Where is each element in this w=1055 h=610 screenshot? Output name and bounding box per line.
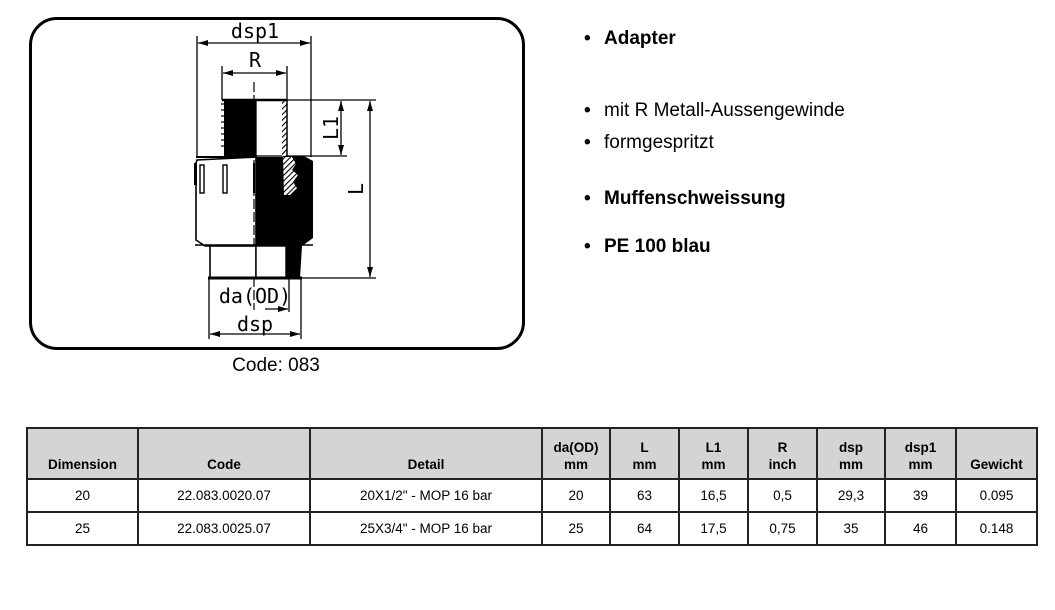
cell-dsp: 29,3 <box>816 478 886 513</box>
technical-drawing-frame <box>29 17 525 350</box>
feature-item: PE 100 blau <box>584 236 845 258</box>
table-row: 25 22.083.0025.07 25X3/4" - MOP 16 bar 2… <box>26 511 1038 546</box>
cell-dimension: 25 <box>26 511 139 546</box>
dsp-label: dsp <box>237 312 273 336</box>
cell-da-od: 25 <box>541 511 611 546</box>
feature-list: Adapter mit R Metall-Aussengewinde formg… <box>584 28 845 258</box>
feature-item: Muffenschweissung <box>584 188 845 210</box>
cell-code: 22.083.0025.07 <box>137 511 311 546</box>
r-label: R <box>249 48 262 72</box>
cell-dsp1: 46 <box>884 511 957 546</box>
column-header-code: Code <box>137 427 311 480</box>
cell-l: 64 <box>609 511 680 546</box>
adapter-technical-drawing: dsp1 R da(OD) dsp L1 L <box>194 19 376 339</box>
cell-detail: 20X1/2" - MOP 16 bar <box>309 478 543 513</box>
cell-l1: 17,5 <box>678 511 749 546</box>
feature-item: Adapter <box>584 28 845 50</box>
cell-r: 0,5 <box>747 478 818 513</box>
cell-da-od: 20 <box>541 478 611 513</box>
cell-gewicht: 0.095 <box>955 478 1038 513</box>
da-od-label: da(OD) <box>219 284 291 308</box>
cell-dimension: 20 <box>26 478 139 513</box>
l1-label: L1 <box>319 116 343 140</box>
column-header-da-od: da(OD)mm <box>541 427 611 480</box>
dsp1-label: dsp1 <box>231 19 279 43</box>
cell-dsp: 35 <box>816 511 886 546</box>
cell-gewicht: 0.148 <box>955 511 1038 546</box>
column-header-dimension: Dimension <box>26 427 139 480</box>
l-label: L <box>344 183 368 195</box>
cell-detail: 25X3/4" - MOP 16 bar <box>309 511 543 546</box>
table-row: 20 22.083.0020.07 20X1/2" - MOP 16 bar 2… <box>26 478 1038 513</box>
cell-l: 63 <box>609 478 680 513</box>
column-header-gewicht: Gewicht <box>955 427 1038 480</box>
feature-item: formgespritzt <box>584 132 845 154</box>
cell-r: 0,75 <box>747 511 818 546</box>
cell-dsp1: 39 <box>884 478 957 513</box>
feature-item: mit R Metall-Aussengewinde <box>584 100 845 122</box>
column-header-detail: Detail <box>309 427 543 480</box>
cell-l1: 16,5 <box>678 478 749 513</box>
product-code-caption: Code: 083 <box>232 355 320 376</box>
cell-code: 22.083.0020.07 <box>137 478 311 513</box>
